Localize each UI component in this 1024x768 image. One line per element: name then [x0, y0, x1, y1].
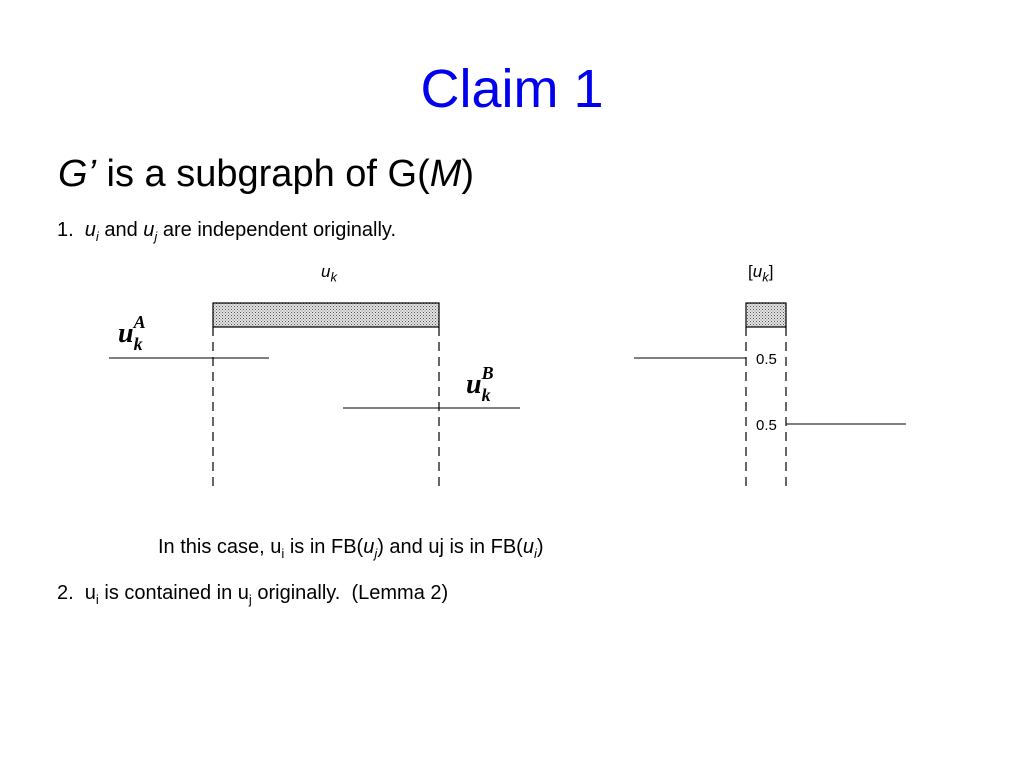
point-1-uj: u — [143, 219, 155, 241]
point-1-ui: u — [84, 219, 96, 241]
point-1: 1. ui and uj are independent originally. — [57, 220, 396, 243]
ukA-label: uAk — [118, 312, 146, 354]
subtitle-g-prime: G’ — [58, 153, 96, 195]
value-bottom: 0.5 — [756, 417, 777, 434]
uk-bar — [212, 302, 440, 328]
slide-title: Claim 1 — [420, 59, 604, 119]
point-1-prefix: 1. — [57, 219, 85, 241]
ukB-label: uBk — [466, 363, 494, 405]
subtitle-m: M — [429, 153, 462, 195]
uk-class-label: [uk] — [748, 262, 774, 285]
point-1-rest: are independent originally. — [157, 219, 396, 241]
uk-label: uk — [321, 262, 337, 285]
slide-subtitle: G’ is a subgraph of G(M) — [58, 155, 474, 193]
point-1-and: and — [98, 219, 144, 241]
uk-class-bar — [745, 302, 787, 328]
case-text: In this case, ui is in FB(uj) and uj is … — [158, 536, 544, 561]
value-top: 0.5 — [756, 351, 777, 368]
point-2: 2. ui is contained in uj originally. (Le… — [57, 582, 449, 607]
subtitle-middle: is a subgraph of G( — [96, 153, 430, 195]
point-1-uj-sub: j — [154, 229, 158, 244]
point-1-ui-sub: i — [95, 229, 99, 244]
subtitle-close: ) — [461, 153, 475, 195]
